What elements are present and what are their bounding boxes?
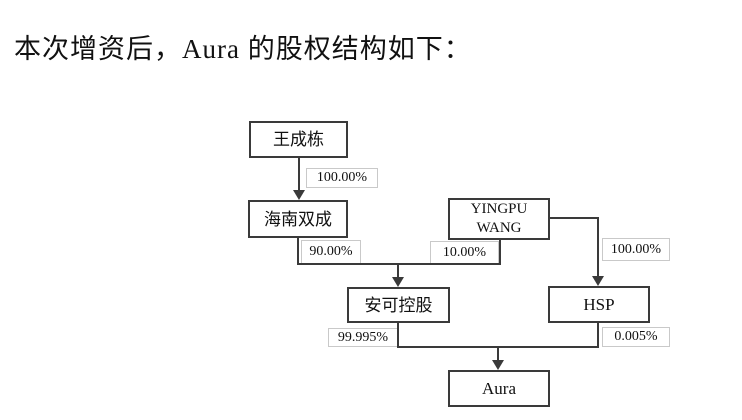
connector-anke-down bbox=[397, 323, 399, 348]
connector-hainan-down bbox=[297, 238, 299, 265]
arrowhead-into-aura bbox=[492, 360, 504, 370]
connector-junction-to-anke-v bbox=[397, 265, 399, 278]
ownership-label-hsp-to-aura: 0.005% bbox=[602, 327, 670, 347]
connector-junction-to-aura-h bbox=[397, 346, 599, 348]
arrowhead-into-hsp bbox=[592, 276, 604, 286]
node-label: 王成栋 bbox=[273, 130, 324, 149]
ownership-label-yingpu-to-anke: 10.00% bbox=[430, 241, 499, 264]
connector-yingpu-to-hsp-h bbox=[550, 217, 598, 219]
arrowhead-into-hainan bbox=[293, 190, 305, 200]
node-wang-chengdong: 王成栋 bbox=[249, 121, 348, 158]
ownership-label-yingpu-to-hsp: 100.00% bbox=[602, 238, 670, 261]
connector-junction-to-anke-h bbox=[297, 263, 501, 265]
connector-wang-to-hainan bbox=[298, 158, 300, 191]
ownership-label-anke-to-aura: 99.995% bbox=[328, 328, 398, 347]
ownership-label-hainan-to-anke: 90.00% bbox=[301, 240, 361, 264]
page-title: 本次增资后，Aura 的股权结构如下： bbox=[14, 34, 472, 64]
node-label: YINGPU WANG bbox=[470, 201, 528, 236]
node-label: HSP bbox=[583, 295, 615, 314]
node-label: 海南双成 bbox=[264, 209, 332, 229]
node-hainan-shuangcheng: 海南双成 bbox=[248, 200, 348, 238]
node-aura: Aura bbox=[448, 370, 550, 407]
connector-yingpu-to-hsp-v bbox=[597, 217, 599, 277]
ownership-label-wang-to-hainan: 100.00% bbox=[306, 168, 378, 188]
node-hsp: HSP bbox=[548, 286, 650, 323]
connector-yingpu-down bbox=[499, 240, 501, 265]
node-anke-holdings: 安可控股 bbox=[347, 287, 450, 323]
connector-junction-to-aura-v bbox=[497, 348, 499, 361]
node-label: 安可控股 bbox=[364, 295, 433, 315]
connector-hsp-down bbox=[597, 323, 599, 348]
node-yingpu-wang: YINGPU WANG bbox=[448, 198, 550, 240]
arrowhead-into-anke bbox=[392, 277, 404, 287]
node-label: Aura bbox=[482, 379, 516, 398]
